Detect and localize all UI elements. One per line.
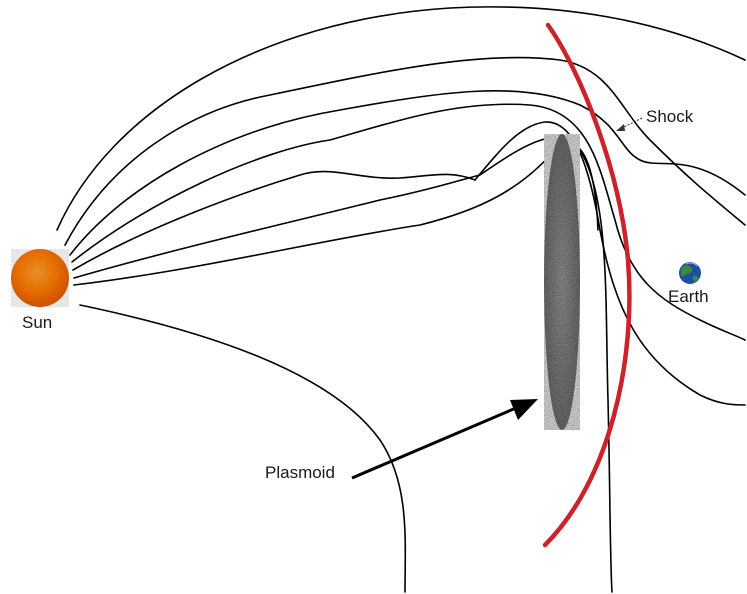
field-line-3: [70, 91, 745, 255]
plasmoid-arrowhead: [510, 399, 538, 420]
shock-label: Shock: [646, 107, 694, 126]
field-line-6: [74, 138, 612, 592]
field-line-7: [74, 144, 598, 285]
field-line-lower: [80, 305, 405, 592]
field-line-2: [65, 58, 745, 245]
field-line-4: [72, 104, 745, 340]
plasmoid-arrow: [352, 402, 530, 478]
plasmoid: [544, 134, 580, 430]
sun-icon: [11, 249, 69, 307]
sun-label: Sun: [22, 313, 52, 332]
shock-arrowhead: [616, 124, 625, 131]
field-line-5: [73, 122, 745, 405]
plasmoid-label: Plasmoid: [265, 463, 335, 482]
earth-icon: [679, 262, 701, 284]
field-lines: [57, 7, 745, 592]
earth-label: Earth: [668, 287, 709, 306]
